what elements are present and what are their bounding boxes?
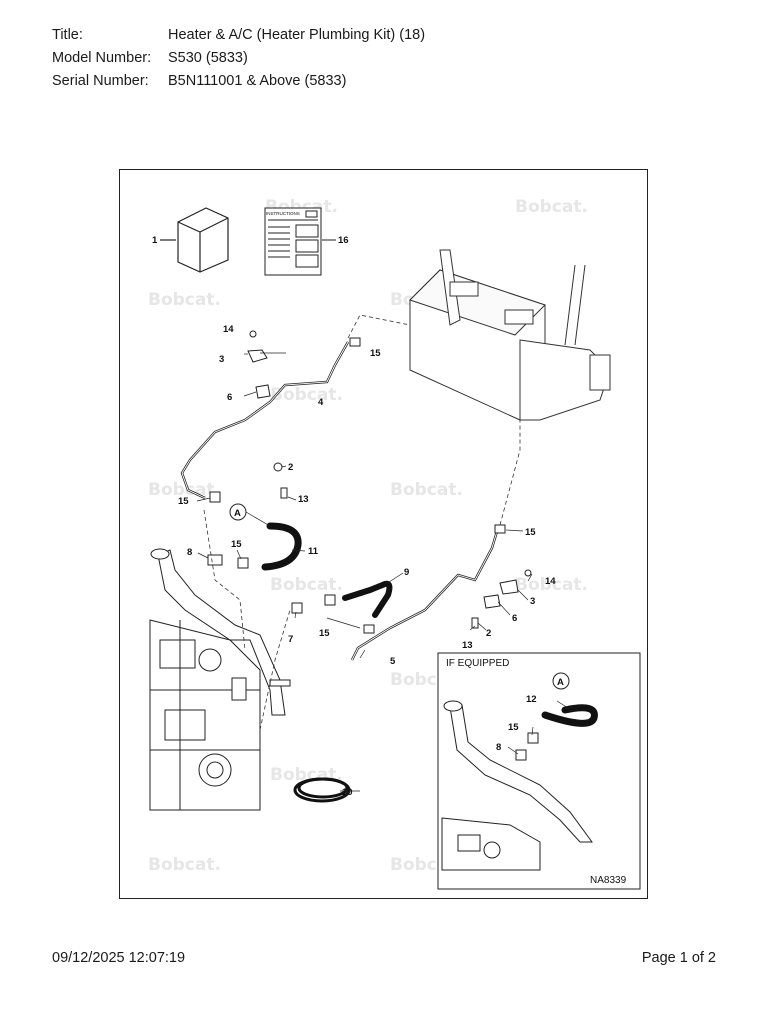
callout-label: 12: [526, 694, 537, 705]
callout-circle-a-inset: [552, 672, 570, 690]
leader-dashed-lines: [203, 314, 521, 731]
callout-label: 15: [525, 527, 536, 538]
callout-label: A: [557, 677, 564, 688]
inset-label: IF EQUIPPED: [446, 658, 509, 669]
callout-label: 7: [288, 634, 293, 645]
heater-tube-lower: [350, 527, 500, 661]
watermark: Bobcat.: [515, 575, 588, 595]
instructions-sheet-part: [264, 207, 336, 276]
engine-coolant-hose: [150, 548, 291, 716]
heater-hose-11: [261, 522, 302, 571]
watermark: Bobcat.: [148, 855, 221, 875]
serial-label: Serial Number:: [52, 73, 149, 89]
callout-label: A: [234, 508, 241, 519]
callout-labels: 1 16 14 3 15 6 4 2 15 13 A 11 8 15 9 14 …: [152, 235, 564, 798]
callout-label: 11: [308, 546, 319, 557]
heater-hose-9: [342, 580, 393, 618]
callout-label: 15: [178, 496, 189, 507]
callout-leaders: [196, 352, 569, 792]
kit-box-part: [160, 207, 229, 273]
parts-diagram-drawing: Bobcat. Bobcat. Bobcat. Bobcat. Bobcat. …: [148, 197, 641, 890]
instructions-label: INSTRUCTIONS: [266, 211, 300, 216]
watermark: Bobcat.: [270, 575, 343, 595]
model-row: Model Number: S530 (5833): [52, 47, 425, 70]
callout-label: 1: [152, 235, 158, 246]
watermark: Bobcat.: [148, 480, 221, 500]
callout-label: 15: [231, 539, 242, 550]
parts-diagram: Bobcat. Bobcat. Bobcat. Bobcat. Bobcat. …: [119, 169, 648, 899]
figure-id: NA8339: [590, 875, 627, 886]
callout-label: 2: [486, 628, 491, 639]
callout-label: 16: [338, 235, 349, 246]
callout-label: 15: [319, 628, 330, 639]
callout-label: 15: [508, 722, 519, 733]
inset-if-equipped: [437, 652, 641, 890]
callout-label: 15: [370, 348, 381, 359]
callout-label: 14: [223, 324, 234, 335]
callout-label: 6: [227, 392, 232, 403]
callout-label: 14: [545, 576, 556, 587]
page-number: Page 1 of 2: [641, 950, 716, 966]
callout-label: 6: [512, 613, 517, 624]
title-value: Heater & A/C (Heater Plumbing Kit) (18): [168, 27, 426, 43]
callout-label: 8: [187, 547, 192, 558]
serial-value: B5N111001 & Above (5833): [168, 73, 347, 89]
callout-label: 13: [462, 640, 473, 651]
callout-label: 13: [298, 494, 309, 505]
fittings: [207, 330, 532, 634]
watermark: Bobcat.: [515, 197, 588, 217]
title-label: Title:: [52, 27, 83, 43]
heater-tube-upper: [180, 341, 350, 500]
document-metadata: Title: Heater & A/C (Heater Plumbing Kit…: [52, 24, 425, 93]
serial-row: Serial Number: B5N111001 & Above (5833): [52, 70, 425, 93]
callout-label: 4: [318, 397, 324, 408]
watermark: Bobcat.: [390, 480, 463, 500]
seat-console-assembly: [409, 249, 611, 421]
model-label: Model Number:: [52, 50, 152, 66]
callout-label: 10: [342, 787, 353, 798]
callout-label: 3: [530, 596, 535, 607]
callout-label: 8: [496, 742, 501, 753]
callout-label: 9: [404, 567, 409, 578]
callout-label: 3: [219, 354, 224, 365]
coiled-hose-part-10: [293, 777, 351, 803]
model-value: S530 (5833): [168, 50, 248, 66]
watermark: Bobcat.: [148, 290, 221, 310]
print-timestamp: 09/12/2025 12:07:19: [52, 950, 186, 966]
callout-label: 2: [288, 462, 293, 473]
engine-assembly: [149, 619, 261, 811]
watermark: Bobcat.: [270, 385, 343, 405]
title-row: Title: Heater & A/C (Heater Plumbing Kit…: [52, 24, 425, 47]
callout-label: 5: [390, 656, 396, 667]
